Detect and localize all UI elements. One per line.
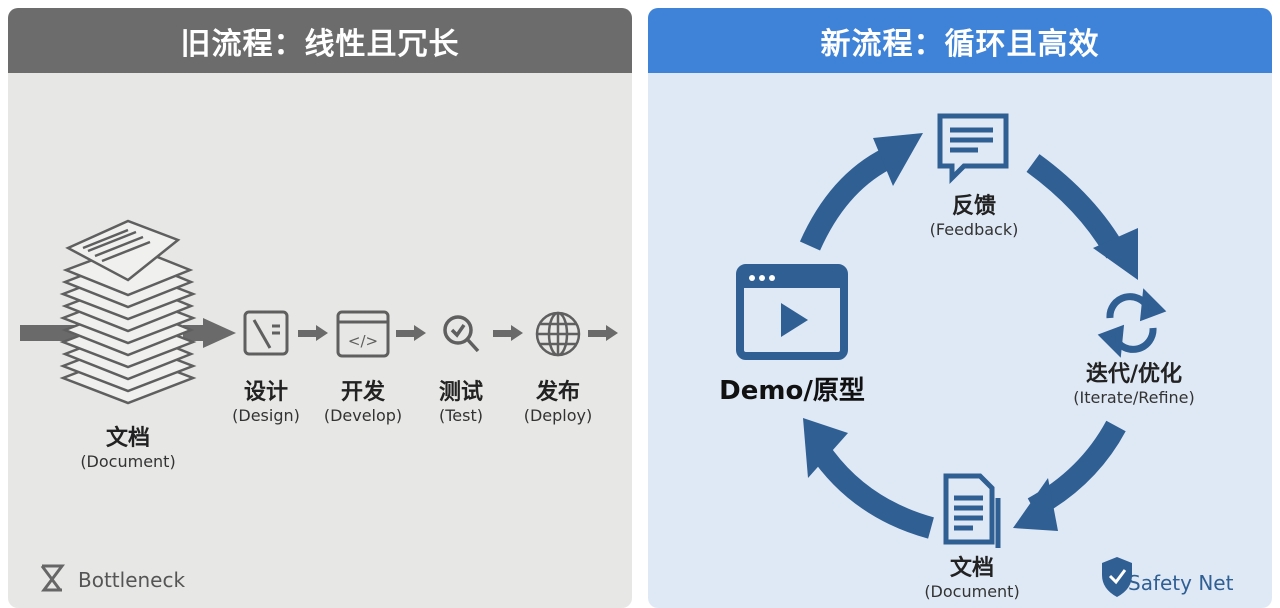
old-flow-title: 旧流程：线性且冗长	[8, 8, 632, 73]
old-flow-panel: 旧流程：线性且冗长 </>	[8, 8, 632, 608]
arc-feedback-to-iterate	[1026, 154, 1126, 259]
arrowhead-iterate	[1093, 228, 1138, 280]
refresh-cycle-icon	[1097, 288, 1167, 358]
feedback-label: 反馈(Feedback)	[929, 194, 1019, 239]
code-window-icon: </>	[336, 310, 390, 358]
design-pencil-icon	[243, 310, 289, 356]
demo-label: Demo/原型	[719, 376, 865, 406]
shield-check-icon	[1102, 557, 1132, 597]
arrowhead-document	[1013, 478, 1058, 531]
document-label-cn: 文档	[105, 426, 150, 451]
new-flow-panel: 新流程：循环且高效	[648, 8, 1272, 608]
svg-text:</>: </>	[348, 332, 378, 350]
step-arrows	[298, 325, 618, 341]
arc-document-to-demo	[808, 441, 935, 539]
magnifier-check-icon	[443, 315, 480, 353]
document-label: 文档 (Document)	[80, 420, 175, 471]
arrowhead-feedback	[873, 133, 923, 186]
step-develop: 开发(Develop)	[323, 380, 403, 425]
arc-demo-to-feedback	[799, 148, 894, 251]
hourglass-icon	[40, 564, 65, 592]
document-stack-icon	[59, 219, 197, 405]
feedback-chat-icon	[937, 113, 1009, 185]
demo-video-window-icon	[736, 264, 848, 360]
arrowhead-demo	[803, 418, 848, 478]
globe-icon	[535, 311, 581, 357]
step-test: 测试(Test)	[438, 380, 484, 425]
document-pages-icon	[943, 473, 1001, 548]
bottleneck-label: Bottleneck	[78, 568, 186, 592]
document-node-label: 文档(Document)	[924, 556, 1020, 601]
iterate-label: 迭代/优化(Iterate/Refine)	[1073, 362, 1195, 407]
step-design: 设计(Design)	[232, 380, 300, 425]
step-deploy: 发布(Deploy)	[523, 380, 593, 425]
old-flow-graphics: </>	[20, 219, 618, 592]
doc-outgoing-arrow-head	[203, 318, 236, 348]
safety-net-label: Safety Net	[1128, 571, 1234, 595]
document-label-en: (Document)	[80, 452, 176, 471]
new-flow-title: 新流程：循环且高效	[648, 8, 1272, 73]
new-flow-graphics	[736, 113, 1167, 597]
